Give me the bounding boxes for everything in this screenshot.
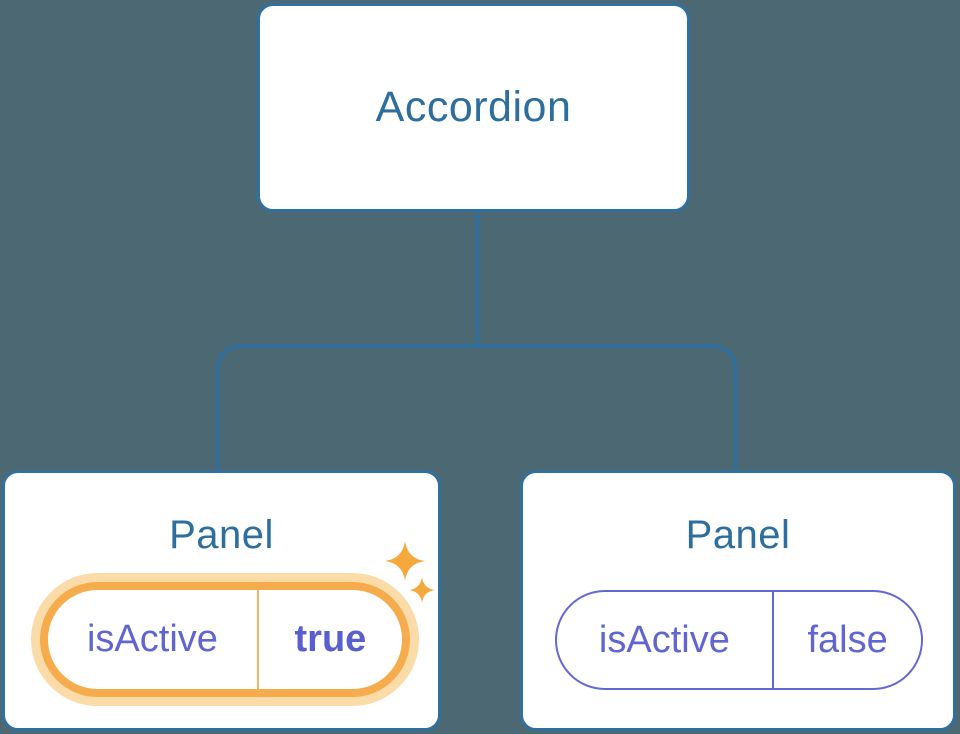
prop-badge-inactive: isActive false: [555, 590, 923, 690]
node-label: Panel: [169, 513, 274, 557]
prop-value: true: [294, 618, 367, 660]
badge-divider: [256, 590, 259, 689]
prop-name: isActive: [598, 618, 730, 661]
tree-node-panel-inactive: Panel isActive false: [520, 470, 956, 731]
tree-node-panel-active: Panel isActive true: [2, 470, 441, 731]
prop-badge-active: isActive true: [40, 582, 410, 697]
tree-node-accordion: Accordion: [257, 3, 690, 212]
prop-value: false: [807, 618, 888, 661]
prop-name: isActive: [86, 618, 218, 660]
sparkles-icon: [385, 541, 435, 603]
node-label: Panel: [685, 513, 791, 557]
node-label: Accordion: [375, 83, 572, 131]
badge-divider: [771, 592, 775, 688]
